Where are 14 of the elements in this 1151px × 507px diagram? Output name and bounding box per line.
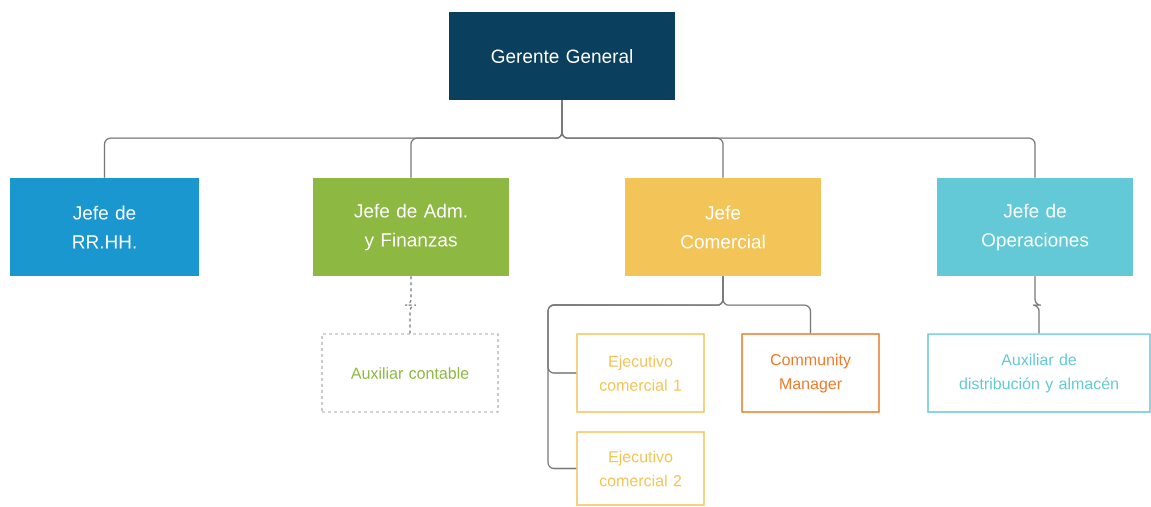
position-box: Jefe de Adm. y Finanzas xyxy=(313,178,509,276)
connector-line xyxy=(561,99,1036,179)
position-box: Ejecutivo comercial 2 xyxy=(576,431,705,506)
position-box: Community Manager xyxy=(741,333,880,413)
position-box: Ejecutivo comercial 1 xyxy=(576,333,705,413)
position-box: Jefe de Operaciones xyxy=(937,178,1133,276)
connector-line xyxy=(1032,275,1042,334)
position-box: Jefe Comercial xyxy=(625,178,821,276)
connector-line xyxy=(404,275,417,335)
connector-line xyxy=(722,275,812,334)
position-box: Jefe de RR.HH. xyxy=(10,178,199,276)
position-box: Auxiliar contable xyxy=(321,333,499,413)
position-box: Gerente General xyxy=(449,12,675,100)
position-box: Auxiliar de distribución y almacén xyxy=(927,333,1151,413)
